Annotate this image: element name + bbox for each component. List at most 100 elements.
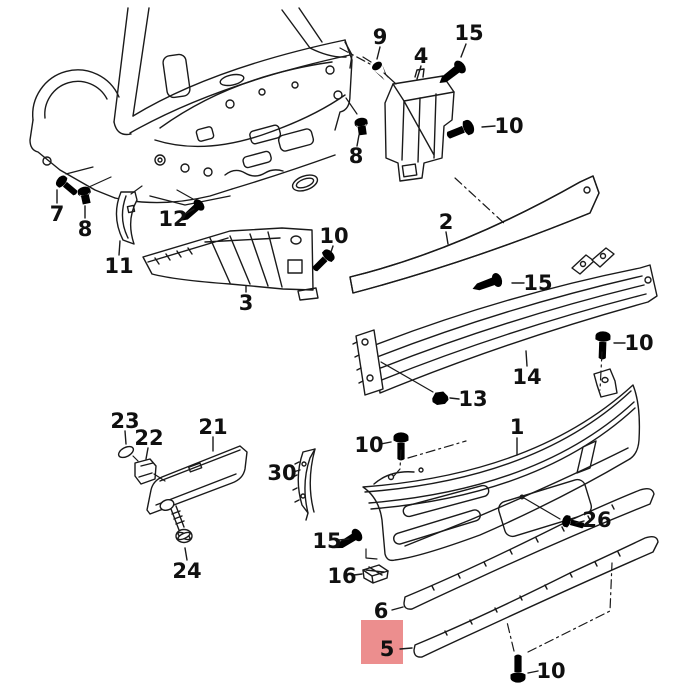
leader-line-10a [481, 125, 496, 128]
part-number-10e: 10 [536, 659, 565, 683]
part-24-screw [170, 505, 193, 544]
part-label-3[interactable]: 3 [239, 285, 254, 315]
leader-line-26 [575, 520, 585, 524]
part-number-11: 11 [104, 254, 133, 278]
part-label-30[interactable]: 30 [267, 461, 301, 485]
part-number-10a: 10 [494, 114, 523, 138]
part-label-2[interactable]: 2 [439, 210, 454, 245]
part-label-14[interactable]: 14 [512, 350, 542, 389]
part-number-14: 14 [512, 365, 541, 389]
part-label-9[interactable]: 9 [373, 25, 388, 60]
leader-line-16 [353, 573, 363, 576]
leader-line-2 [445, 231, 449, 245]
part-5-spoiler-strip [413, 535, 659, 658]
leader-line-4 [416, 65, 422, 80]
bolt-10-mid-icon [309, 247, 337, 275]
leader-line-6 [391, 606, 404, 611]
part-label-24[interactable]: 24 [172, 547, 202, 583]
leader-line-11 [118, 240, 121, 256]
screw-7-icon [53, 173, 81, 199]
highlight-selected-part [361, 620, 403, 664]
part-label-12[interactable]: 12 [158, 207, 195, 231]
part-label-8a[interactable]: 8 [78, 205, 93, 241]
part-number-15b: 15 [523, 271, 552, 295]
part-number-5: 5 [380, 637, 395, 661]
part-number-21: 21 [198, 415, 227, 439]
part-16-clip [362, 564, 389, 584]
leader-line-23 [124, 430, 127, 445]
leader-line-8b [356, 134, 360, 147]
part-number-12: 12 [158, 207, 187, 231]
part-label-26[interactable]: 26 [575, 508, 612, 532]
part-11-bracket [115, 191, 138, 245]
part-number-24: 24 [172, 559, 201, 583]
part-label-10b[interactable]: 10 [319, 224, 349, 253]
part-label-5[interactable]: 5 [361, 620, 413, 664]
part-number-10b: 10 [319, 224, 348, 248]
part-number-8b: 8 [349, 144, 364, 168]
connector-lines [65, 56, 561, 560]
part-number-2: 2 [439, 210, 454, 234]
car-body-drawing [29, 7, 353, 206]
leader-line-24 [184, 547, 188, 561]
screw-15-mid-icon [470, 271, 504, 296]
part-21-towing-eye-cover [146, 445, 248, 515]
part-label-10a[interactable]: 10 [481, 114, 524, 138]
assembly-dash-lines [339, 47, 613, 653]
part-number-22: 22 [134, 426, 163, 450]
part-22-clip [134, 458, 157, 485]
part-label-1[interactable]: 1 [510, 415, 525, 456]
part-number-30: 30 [267, 461, 296, 485]
part-1-bumper-cover [362, 368, 641, 562]
part-23-seal-oval [117, 445, 135, 459]
part-label-23[interactable]: 23 [110, 409, 140, 445]
part-number-10d: 10 [354, 433, 383, 457]
screw-10-bottom-icon [510, 654, 526, 683]
part-label-15c[interactable]: 15 [312, 529, 350, 553]
part-label-4[interactable]: 4 [414, 44, 429, 80]
part-number-7: 7 [50, 202, 65, 226]
part-number-4: 4 [414, 44, 429, 68]
leader-line-13 [449, 397, 460, 400]
grommet-8b-icon [353, 116, 370, 140]
part-label-11[interactable]: 11 [104, 240, 134, 278]
part-label-10c[interactable]: 10 [613, 331, 654, 355]
part-number-1: 1 [510, 415, 525, 439]
leader-line-14 [525, 350, 528, 367]
part-number-15a: 15 [454, 21, 483, 45]
part-number-15c: 15 [312, 529, 341, 553]
leader-line-15c [338, 538, 350, 541]
part-label-10e[interactable]: 10 [527, 659, 566, 683]
leader-line-5 [399, 647, 413, 650]
rivet-9-icon [370, 59, 391, 83]
part-number-26: 26 [582, 508, 611, 532]
part-label-15a[interactable]: 15 [454, 21, 484, 58]
leader-line-10e [527, 670, 539, 674]
part-number-23: 23 [110, 409, 139, 433]
part-label-8b[interactable]: 8 [349, 134, 364, 168]
part-number-13: 13 [458, 387, 487, 411]
part-label-13[interactable]: 13 [449, 387, 488, 411]
leader-line-15a [460, 43, 467, 58]
part-number-9: 9 [373, 25, 388, 49]
part-number-6: 6 [374, 599, 389, 623]
part-label-7[interactable]: 7 [50, 189, 65, 226]
part-label-21[interactable]: 21 [198, 415, 228, 452]
leader-line-9 [376, 46, 381, 60]
part-label-10d[interactable]: 10 [354, 433, 392, 457]
part-label-16[interactable]: 16 [327, 564, 363, 588]
part-4-bracket [384, 68, 455, 182]
part-label-6[interactable]: 6 [374, 599, 404, 623]
leader-line-10d [380, 441, 392, 445]
part-number-3: 3 [239, 291, 254, 315]
part-3-bracket [142, 227, 319, 301]
part-30-bracket [292, 448, 316, 521]
part-number-8a: 8 [78, 217, 93, 241]
part-label-15b[interactable]: 15 [511, 271, 553, 295]
part-6-spoiler-strip [403, 487, 655, 610]
part-label-22[interactable]: 22 [134, 426, 164, 460]
part-number-10c: 10 [624, 331, 653, 355]
